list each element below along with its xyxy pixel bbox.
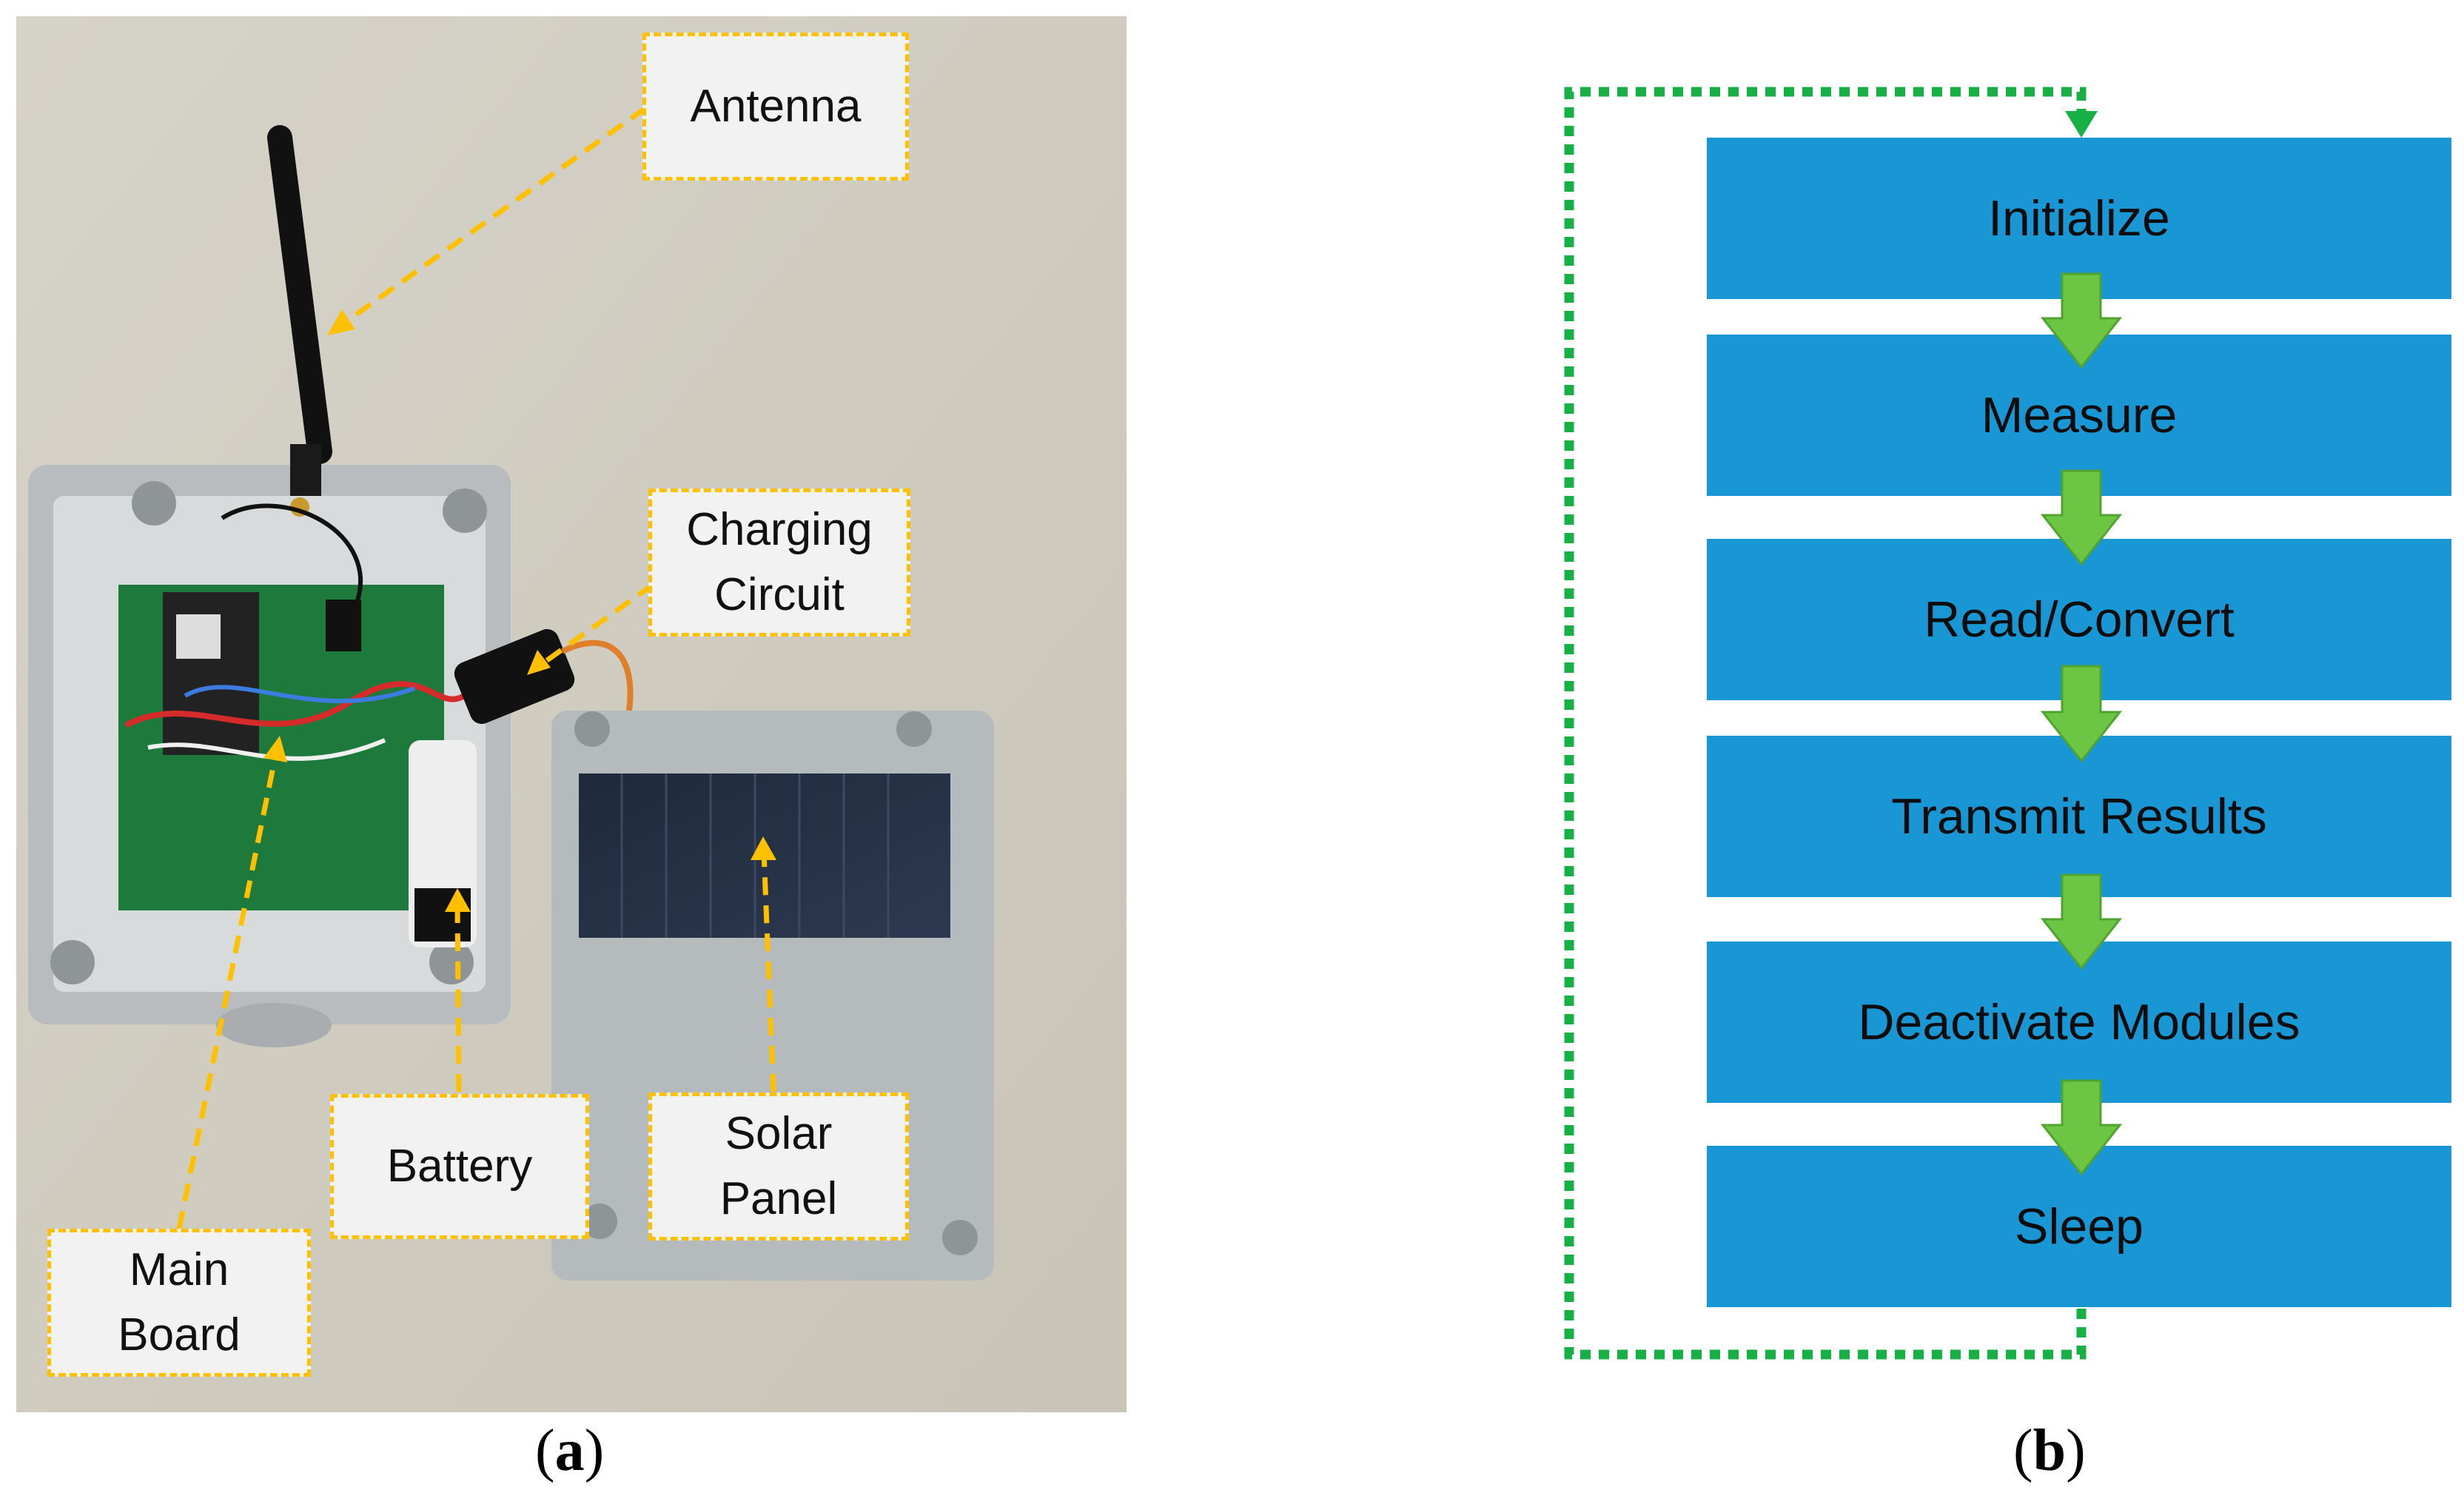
caption-b-letter: b: [2032, 1418, 2067, 1483]
step-initialize: Initialize: [1707, 138, 2451, 299]
loop-back-arrowhead: [2065, 111, 2098, 138]
antenna-callout: Antenna: [642, 33, 909, 181]
charging-circuit-callout: Charging Circuit: [648, 489, 910, 637]
arrow-transmit-to-deactivate: [2040, 873, 2123, 970]
caption-a-letter: a: [554, 1418, 585, 1483]
arrow-read-to-transmit: [2040, 665, 2123, 763]
leader-lines: [176, 106, 776, 1229]
step-deactivate-modules: Deactivate Modules: [1707, 942, 2451, 1103]
caption-b: (b): [2013, 1418, 2086, 1483]
main-board-callout: Main Board: [47, 1229, 311, 1377]
caption-a: (a): [535, 1418, 605, 1483]
charging-circuit-shape: [454, 628, 634, 725]
battery-callout: Battery: [330, 1094, 589, 1239]
solar-panel-callout: Solar Panel: [648, 1093, 909, 1241]
arrow-measure-to-read: [2040, 469, 2123, 566]
arrow-initialize-to-measure: [2040, 272, 2123, 369]
leader-arrowheads: [263, 309, 776, 912]
loop-back-line: [1564, 87, 2087, 1360]
arrow-deactivate-to-sleep: [2040, 1079, 2123, 1176]
step-transmit-results: Transmit Results: [1707, 736, 2451, 897]
